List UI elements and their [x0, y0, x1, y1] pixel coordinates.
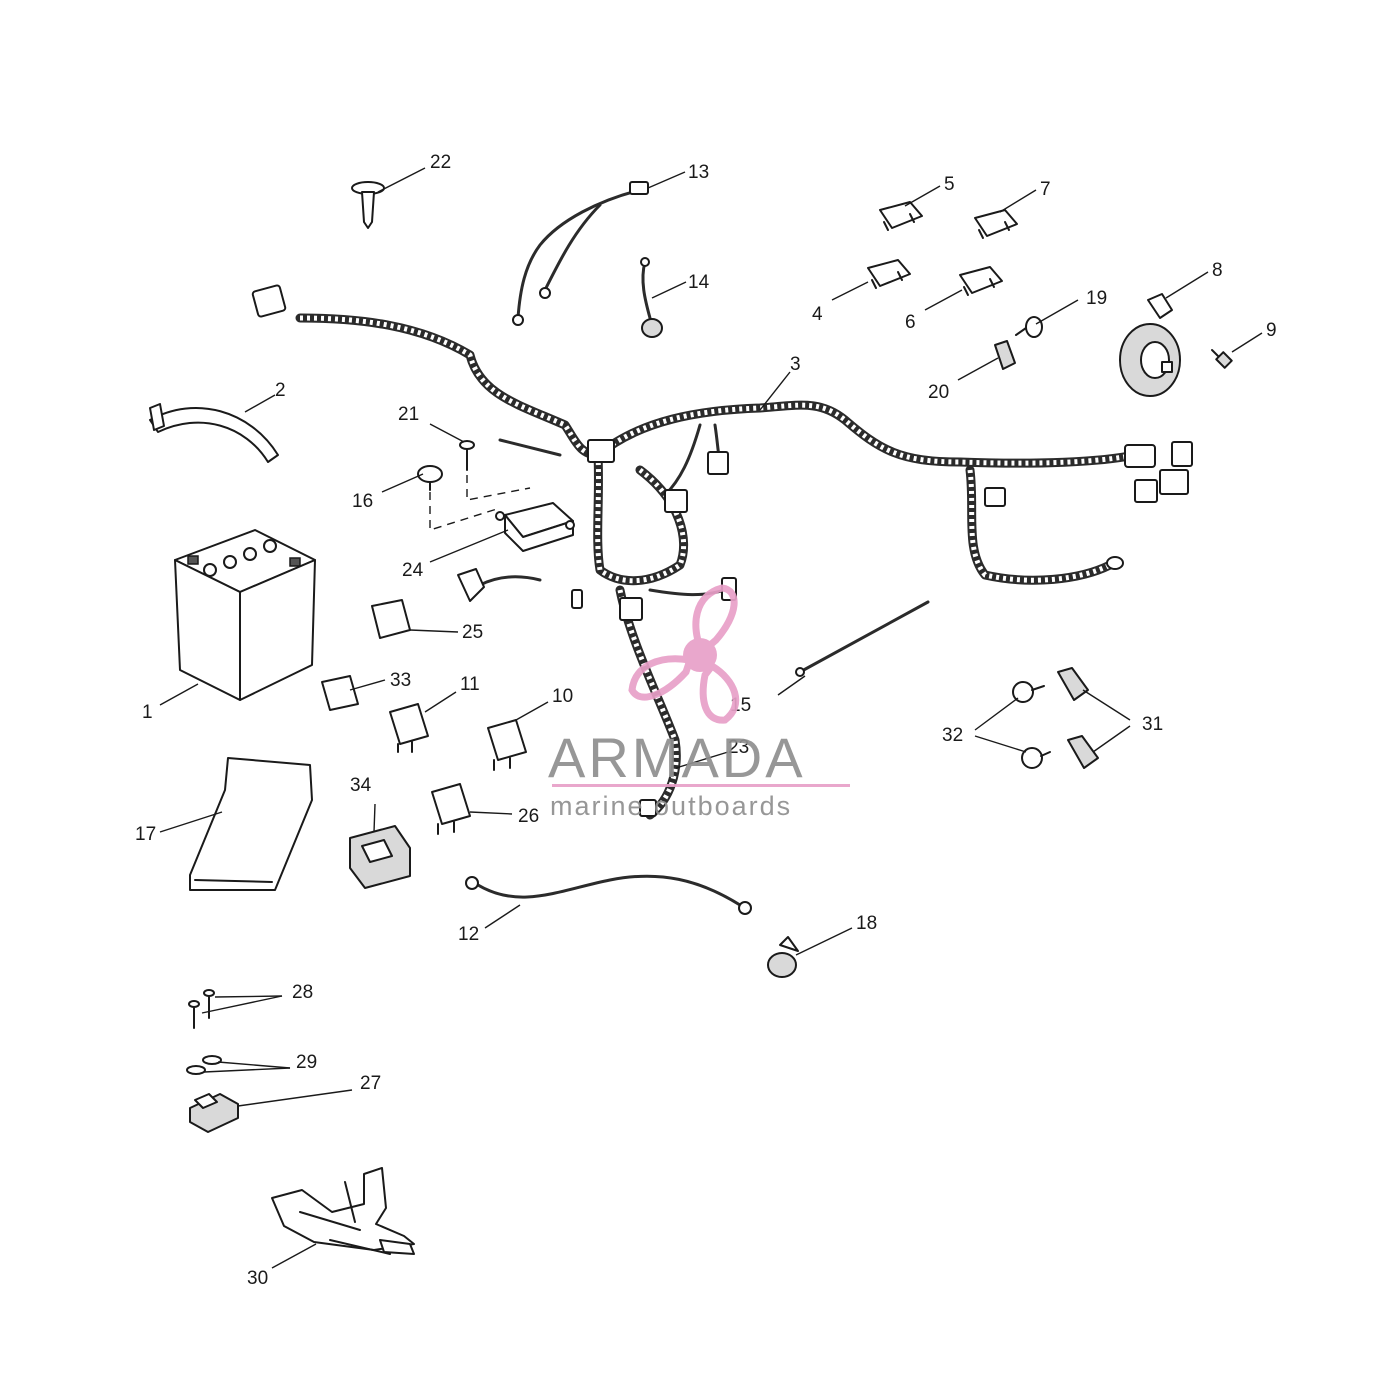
callout-27: 27 [360, 1073, 381, 1094]
callout-16: 16 [352, 491, 373, 512]
part-rivet-16[interactable] [417, 465, 443, 491]
part-relay-26[interactable] [431, 783, 471, 835]
callout-7: 7 [1040, 179, 1051, 200]
part-horn[interactable] [1119, 293, 1181, 397]
callout-9: 9 [1266, 320, 1277, 341]
callout-18: 18 [856, 913, 877, 934]
callout-14: 14 [688, 272, 710, 293]
callout-1: 1 [142, 702, 153, 723]
part-sensor-lead[interactable] [640, 257, 663, 338]
callout-33: 33 [390, 670, 411, 691]
part-mounting-bracket[interactable] [271, 1167, 415, 1255]
callout-8: 8 [1212, 260, 1223, 281]
callout-25: 25 [462, 622, 483, 643]
part-relay-10[interactable] [487, 719, 527, 771]
part-screw-32-lower[interactable] [1021, 747, 1051, 769]
callout-22: 22 [430, 152, 451, 173]
part-screw-32-upper[interactable] [1012, 681, 1045, 703]
watermark-underline [552, 784, 850, 787]
part-fuse-6[interactable] [959, 266, 1003, 296]
part-earth-lead[interactable] [465, 874, 752, 915]
part-screw-19[interactable] [1015, 316, 1043, 338]
part-fuse-5[interactable] [879, 201, 923, 231]
callout-3: 3 [790, 354, 801, 375]
part-relay-11[interactable] [389, 703, 429, 753]
callout-20: 20 [928, 382, 949, 403]
part-clamp-31-lower[interactable] [1067, 735, 1099, 769]
part-clamp-31-upper[interactable] [1057, 667, 1089, 701]
callout-34: 34 [350, 775, 372, 796]
callout-17: 17 [135, 824, 156, 845]
callout-21: 21 [398, 404, 419, 425]
leader-lines [159, 167, 1263, 1269]
callout-5: 5 [944, 174, 955, 195]
part-main-harness[interactable] [251, 284, 1193, 820]
part-horn-bolt[interactable] [1211, 349, 1233, 369]
callout-24: 24 [402, 560, 424, 581]
assembly-line-16 [429, 492, 501, 531]
part-relay-25[interactable] [371, 599, 411, 639]
callout-23: 23 [728, 737, 749, 758]
part-fuse-4[interactable] [867, 259, 911, 289]
part-battery[interactable] [174, 529, 316, 701]
callout-29: 29 [296, 1052, 317, 1073]
callout-30: 30 [247, 1268, 268, 1289]
callout-26: 26 [518, 806, 539, 827]
watermark-tagline: marine outboards [550, 791, 792, 821]
part-terminal-cover[interactable] [189, 1093, 239, 1133]
part-battery-leads[interactable] [512, 181, 649, 326]
part-battery-cover[interactable] [189, 757, 313, 891]
callout-4: 4 [812, 304, 823, 325]
callout-11: 11 [460, 674, 480, 695]
callout-28: 28 [292, 982, 313, 1003]
part-clip-18[interactable] [767, 936, 799, 978]
callout-6: 6 [905, 312, 916, 333]
callout-labels: 22 13 14 5 7 4 6 8 19 9 20 3 2 21 16 24 … [135, 152, 1277, 1289]
part-fuse-7[interactable] [974, 209, 1018, 239]
assembly-line-21 [466, 475, 531, 501]
callout-32: 32 [942, 725, 963, 746]
watermark-brand: ARMADA [548, 726, 806, 789]
callout-31: 31 [1142, 714, 1163, 735]
propeller-logo-icon [628, 584, 740, 724]
part-screws-28[interactable] [188, 989, 215, 1029]
part-relay-33[interactable] [321, 675, 359, 711]
callout-12: 12 [458, 924, 479, 945]
part-rod[interactable] [795, 600, 930, 677]
part-bracket[interactable] [149, 403, 279, 463]
part-clip-20[interactable] [994, 340, 1016, 370]
callout-13: 13 [688, 162, 709, 183]
watermark: ARMADA marine outboards [548, 584, 850, 821]
part-control-module[interactable] [495, 502, 575, 552]
callout-10: 10 [552, 686, 573, 707]
callout-19: 19 [1086, 288, 1107, 309]
part-washers-29[interactable] [186, 1055, 222, 1075]
callout-2: 2 [275, 380, 286, 401]
part-relay-holder[interactable] [349, 825, 411, 889]
part-push-rivet[interactable] [351, 181, 385, 229]
part-screw-21[interactable] [459, 440, 475, 471]
